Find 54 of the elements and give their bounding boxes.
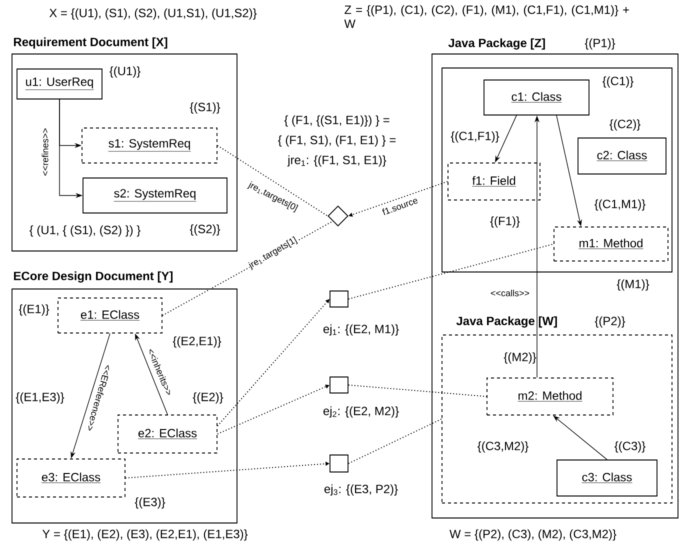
set-label: {(U1)} [110, 66, 140, 78]
formula-text: Z = {(P1), (C1), (C2), (F1), (M1), (C1,F1), (C1,M1)} + W [344, 5, 629, 28]
connector [348, 244, 554, 300]
object-box: e2: EClass [118, 414, 218, 454]
set-label: {(C1,F1)} [450, 131, 500, 143]
edge-label: <<calls>> [490, 289, 530, 297]
object-box: e3: EClass [16, 458, 126, 498]
set-label: {(S1)} [190, 102, 220, 114]
set-label: ej$_{2}$: {(E2, M2)} [323, 406, 399, 418]
set-label: {(E2)} [192, 392, 224, 404]
set-label: ej$_{1}$: {(E2, M1)} [323, 324, 399, 336]
object-box: s2: SystemReq [82, 178, 228, 214]
frame-title: Java Package [Z] [447, 37, 547, 51]
connector [216, 145, 328, 216]
set-label: {(C2)} [610, 119, 640, 131]
frame-box [442, 68, 672, 272]
edge-label: <<refines>> [41, 127, 49, 177]
set-label: { (F1, {(S1, E1)}) } = [284, 115, 390, 127]
object-box: u1: UserReq [16, 68, 102, 100]
object-box: m2: Method [486, 378, 614, 416]
set-label: {(S2)} [190, 224, 220, 236]
object-box: m1: Method [554, 226, 668, 262]
object-box: f1: Field [448, 162, 540, 200]
set-label: {(E3)} [134, 497, 166, 509]
frame-title: Requirement Document [X] [12, 36, 169, 50]
set-label: {(E1)} [18, 304, 50, 316]
object-box: c1: Class [484, 80, 590, 116]
set-label: {(P1)} [584, 38, 616, 50]
connector [348, 384, 488, 397]
object-box: c3: Class [556, 460, 658, 496]
frame-title: ECore Design Document [Y] [12, 270, 174, 284]
set-label: {(P2)} [594, 316, 626, 328]
set-label: jre$_{1}$: {(F1, S1, E1)} [287, 155, 386, 167]
set-label: X = {(U1), (S1), (S2), (U1,S1), (U1,S2)} [49, 8, 257, 20]
set-label: Y = {(E1), (E2), (E3), (E2,E1), (E1,E3)} [42, 529, 248, 541]
object-box: e1: EClass [58, 298, 162, 334]
connector [216, 299, 330, 426]
set-label: {(C1)} [602, 76, 634, 88]
object-box: c2: Class [578, 138, 666, 174]
set-label: {(C1,M1)} [594, 199, 646, 211]
connector [216, 384, 330, 434]
set-label: W = {(P2), (C3), (M2), (C3,M2)} [450, 529, 616, 541]
frame-title: Java Package [W] [455, 315, 559, 329]
set-label: {(M1)} [616, 279, 650, 291]
set-label: {(E2,E1)} [172, 336, 222, 348]
set-label: {(F1)} [490, 216, 520, 228]
set-label: {(E1,E3)} [16, 392, 64, 404]
set-label: ej$_{3}$: {(E3, P2)} [324, 484, 398, 496]
object-box: s1: SystemReq [82, 128, 218, 164]
set-label: { (U1, { (S1), (S2) }) } [30, 225, 140, 237]
set-label: {(C3)} [614, 441, 646, 453]
set-label: { (F1, S1), (F1, E1) } = [278, 135, 396, 147]
set-label: {(M2)} [504, 352, 536, 364]
set-label: {(C3,M2)} [478, 441, 528, 453]
